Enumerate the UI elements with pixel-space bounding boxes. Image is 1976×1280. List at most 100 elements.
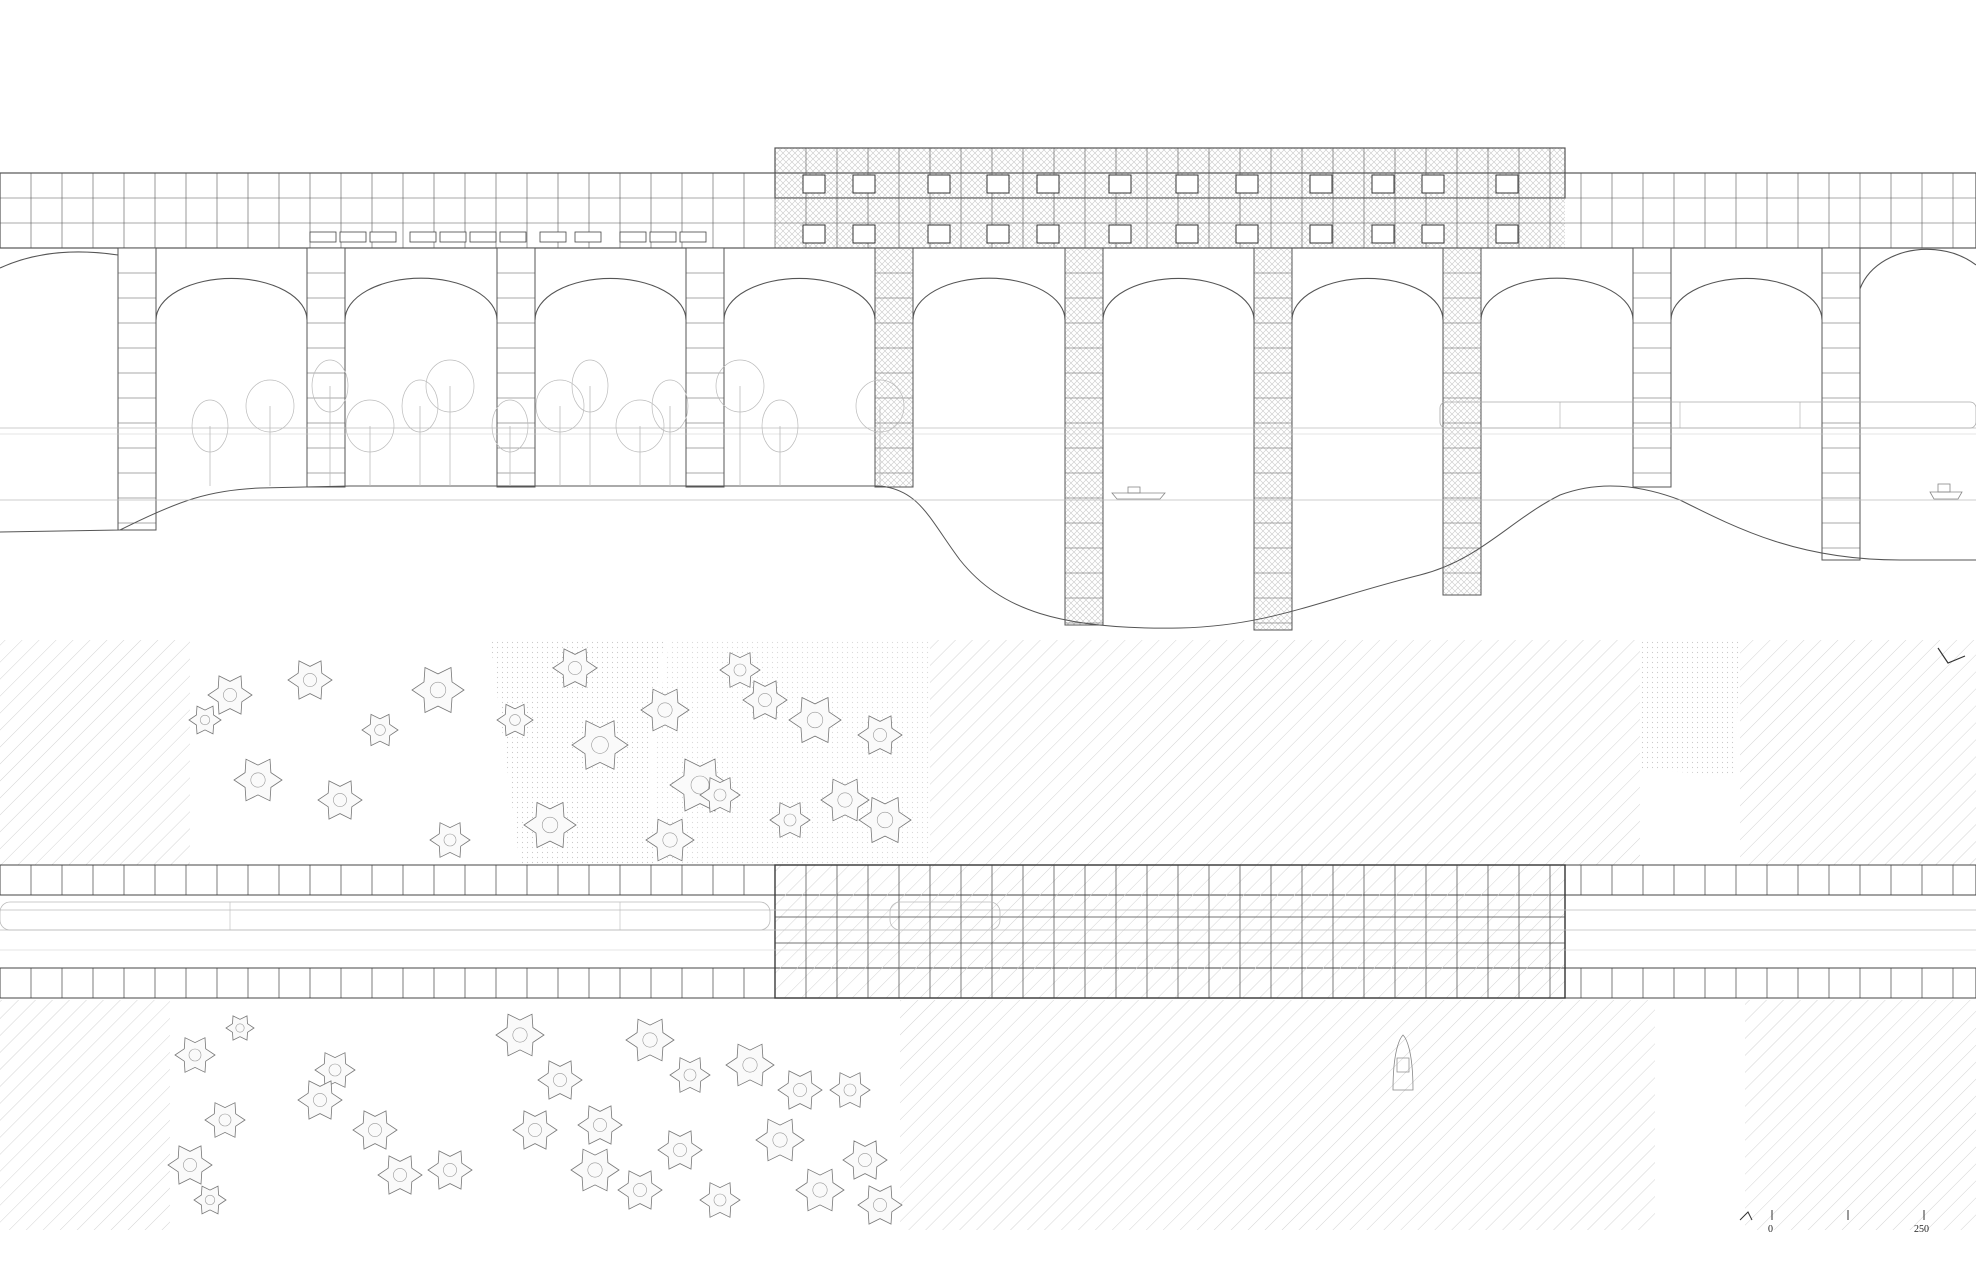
window: [1421, 224, 1445, 244]
tree-canopy: [657, 1130, 703, 1170]
upper-block-grid: [774, 148, 1551, 173]
window-strip: [619, 231, 647, 243]
window: [927, 174, 951, 194]
tree-symbol-icon: [167, 1145, 213, 1185]
tree-center: [837, 792, 853, 808]
tree-canopy: [207, 675, 253, 715]
tree-center: [443, 1163, 457, 1177]
window: [1108, 174, 1132, 194]
boat-icon: [1111, 486, 1166, 500]
tree-symbol-icon: [855, 379, 905, 433]
window: [1309, 174, 1333, 194]
tree-center: [633, 1183, 647, 1197]
tree-center: [858, 1153, 872, 1167]
pier: [1253, 247, 1293, 631]
tree-symbol-icon: [795, 1168, 845, 1212]
tree-center: [876, 811, 894, 829]
tree-center: [690, 775, 710, 795]
pier: [1632, 247, 1672, 488]
elevation-trees: [191, 359, 905, 486]
tree-canopy: [829, 1072, 871, 1108]
tree-canopy: [842, 1140, 888, 1180]
tree-center: [393, 1168, 407, 1182]
tree-canopy: [857, 1185, 903, 1225]
tree-canopy: [640, 688, 690, 732]
pier: [685, 247, 725, 488]
tree-symbol-icon: [233, 758, 283, 802]
tree-symbol-icon: [755, 1118, 805, 1162]
scale-end-label: 250: [1914, 1224, 1929, 1235]
tree-symbol-icon: [411, 666, 465, 714]
plan-viaduct-grid: [0, 865, 1954, 998]
tree-symbol-icon: [571, 720, 629, 770]
tree-center: [333, 793, 347, 807]
tree-center: [429, 681, 447, 699]
tree-canopy: [167, 1145, 213, 1185]
tree-symbol-icon: [857, 715, 903, 755]
tree-center: [713, 788, 727, 802]
tree-canopy: [820, 778, 870, 822]
tree-symbol-icon: [858, 796, 912, 844]
site-plan: 0 250: [0, 640, 1976, 1235]
tree-canopy: [552, 648, 598, 688]
arch: [1102, 277, 1255, 321]
window-strip: [339, 231, 367, 243]
tree-canopy: [188, 705, 222, 735]
boat-icon: [1392, 1034, 1414, 1091]
tree-symbol-icon: [225, 1015, 255, 1041]
tree-symbol-icon: [715, 359, 765, 413]
pier: [1442, 247, 1482, 596]
tree-center: [313, 1093, 327, 1107]
window-strip: [649, 231, 677, 243]
plan-dotted-patch-3: [1640, 640, 1740, 775]
plan-building-footprint: [774, 864, 1566, 999]
arch: [912, 277, 1066, 321]
tree-center: [568, 661, 582, 675]
window: [927, 224, 951, 244]
tree-canopy: [617, 1170, 663, 1210]
tree-center: [199, 714, 211, 726]
arch: [0, 251, 119, 269]
tree-center: [509, 714, 521, 726]
tree-symbol-icon: [361, 713, 399, 747]
tree-center: [713, 1193, 727, 1207]
window-strip: [499, 231, 527, 243]
tree-canopy: [537, 1060, 583, 1100]
window-strip: [539, 231, 567, 243]
tree-symbol-icon: [495, 1013, 545, 1057]
tree-canopy: [777, 1070, 823, 1110]
window: [1108, 224, 1132, 244]
tree-symbol-icon: [617, 1170, 663, 1210]
plan-hatch-right-bottom: [1745, 1000, 1976, 1230]
plan-dotted-patch-1: [490, 640, 665, 865]
boat-icon: [1929, 483, 1963, 500]
tree-canopy: [225, 1015, 255, 1041]
window-strip: [469, 231, 497, 243]
ground-profile: [0, 485, 1976, 629]
tree-center: [443, 833, 457, 847]
tree-symbol-icon: [345, 399, 395, 453]
window-strip: [369, 231, 397, 243]
tree-symbol-icon: [245, 379, 295, 433]
tree-symbol-icon: [719, 652, 761, 688]
tree-canopy: [297, 1080, 343, 1120]
tree-center: [758, 693, 772, 707]
window-strip: [679, 231, 707, 243]
viaduct-arches: [0, 248, 1976, 321]
window: [1495, 224, 1519, 244]
window: [1421, 174, 1445, 194]
window: [802, 224, 826, 244]
tree-canopy: [788, 696, 842, 744]
plan-hatch-left-bottom: [0, 1000, 170, 1230]
tree-symbol-icon: [645, 818, 695, 862]
tree-symbol-icon: [820, 778, 870, 822]
tree-symbol-icon: [699, 777, 741, 813]
tree-symbol-icon: [615, 399, 665, 453]
tree-symbol-icon: [699, 1182, 741, 1218]
tree-center: [683, 1068, 697, 1082]
window: [1036, 174, 1060, 194]
arch: [723, 277, 876, 321]
window: [852, 224, 876, 244]
arch: [155, 277, 308, 321]
viaduct-deck: [0, 172, 1976, 249]
